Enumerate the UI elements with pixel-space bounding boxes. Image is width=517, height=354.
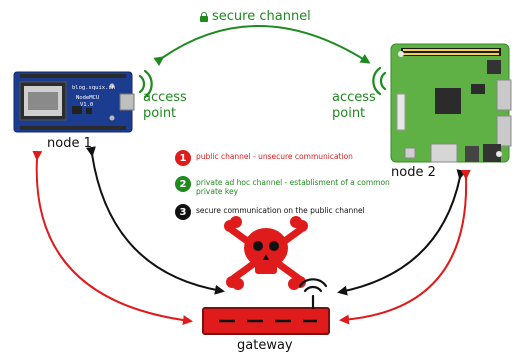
gateway-wifi-icon <box>298 278 328 310</box>
node2-access-point-label: access point <box>332 90 376 122</box>
node2-wifi-icon <box>372 66 387 96</box>
node2-label: node 2 <box>391 165 436 180</box>
node1-board-url: blog.squix.ch <box>72 85 116 91</box>
legend-item-3: 3 secure communication on the public cha… <box>175 204 386 220</box>
node1-ap-line2: point <box>143 106 177 121</box>
legend-item-2: 2 private ad hoc channel - establisment … <box>175 176 396 196</box>
legend-number-2: 2 <box>175 176 191 192</box>
legend-number-1: 1 <box>175 150 191 166</box>
legend-text-1: public channel - unsecure communication <box>196 152 353 161</box>
node1-wifi-icon <box>138 69 153 99</box>
secure-channel-label: secure channel <box>200 9 311 24</box>
node1-access-point-label: access point <box>143 90 187 122</box>
node1-gateway-black-arrow <box>85 146 225 295</box>
node1-label: node 1 <box>47 136 92 151</box>
gateway-label: gateway <box>237 338 293 353</box>
node2-gateway-red-arrow <box>339 169 471 325</box>
node1-board <box>13 71 135 133</box>
legend-text-2: private ad hoc channel - establisment of… <box>196 178 390 196</box>
secure-channel-arrow <box>153 25 371 67</box>
legend-item-1: 1 public channel - unsecure communicatio… <box>175 150 386 166</box>
node2-ap-line2: point <box>332 106 366 121</box>
node1-board-name-2: V1.0 <box>80 102 94 108</box>
legend-text-3: secure communication on the public chann… <box>196 206 365 215</box>
node1-board-name-1: NodeMCU <box>76 95 100 101</box>
legend-number-3: 3 <box>175 204 191 220</box>
node2-board <box>390 43 512 163</box>
secure-channel-text: secure channel <box>212 9 311 24</box>
node1-ap-line1: access <box>143 90 187 105</box>
lock-icon <box>200 12 208 22</box>
gateway-router <box>202 307 330 335</box>
node2-ap-line1: access <box>332 90 376 105</box>
skull-crossbones-icon <box>224 216 308 290</box>
node1-gateway-red-arrow <box>32 150 193 326</box>
